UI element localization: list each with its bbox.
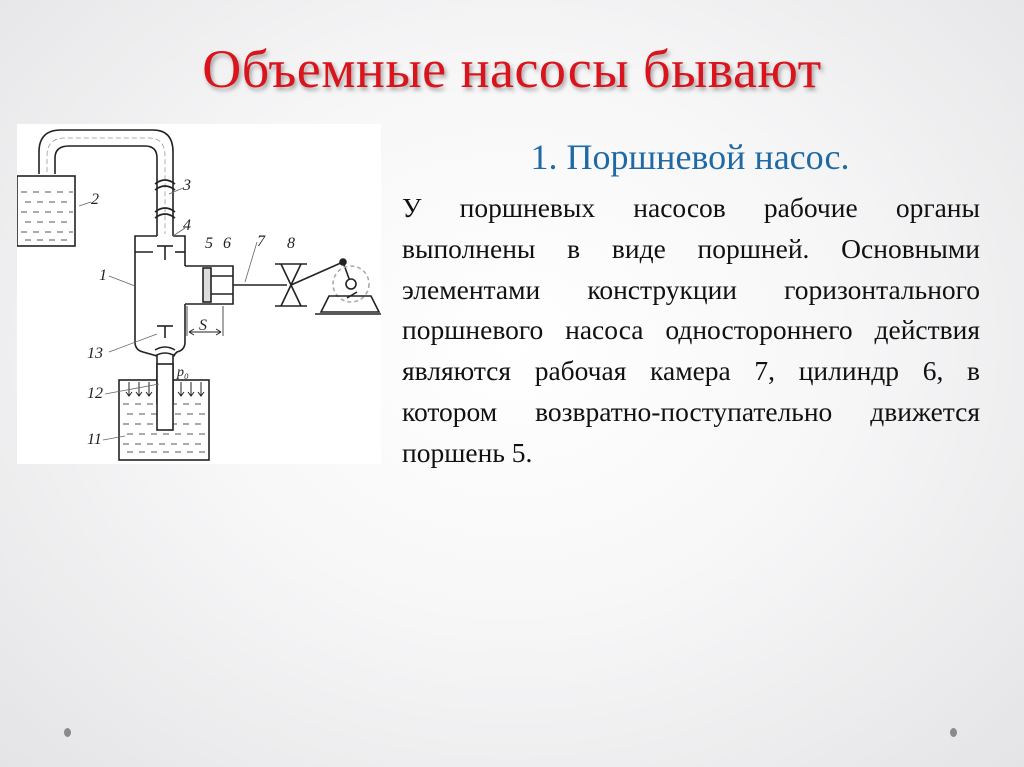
label-7: 7: [257, 233, 266, 250]
bullet-dot-left-icon: [64, 728, 71, 737]
section-subtitle: 1. Поршневой насос.: [530, 137, 850, 177]
label-1: 1: [99, 267, 107, 284]
label-3: 3: [182, 177, 191, 194]
slide-title: Объемные насосы бывают: [202, 39, 822, 99]
label-2: 2: [91, 191, 99, 208]
label-8: 8: [287, 235, 295, 252]
label-stroke-s: S: [199, 317, 207, 334]
label-4: 4: [183, 217, 191, 234]
label-13: 13: [87, 345, 103, 362]
piston-pump-diagram: 2 3 4 1 5 6 7 8 S 13 p₀ 12 11: [17, 124, 381, 464]
body-paragraph: У поршневых насосов рабочие органы выпол…: [402, 192, 980, 468]
label-p0: p₀: [176, 365, 189, 380]
label-5: 5: [205, 235, 213, 252]
bullet-dot-right-icon: [950, 728, 957, 737]
label-6: 6: [223, 235, 231, 252]
label-12: 12: [87, 385, 103, 402]
label-11: 11: [87, 431, 102, 448]
